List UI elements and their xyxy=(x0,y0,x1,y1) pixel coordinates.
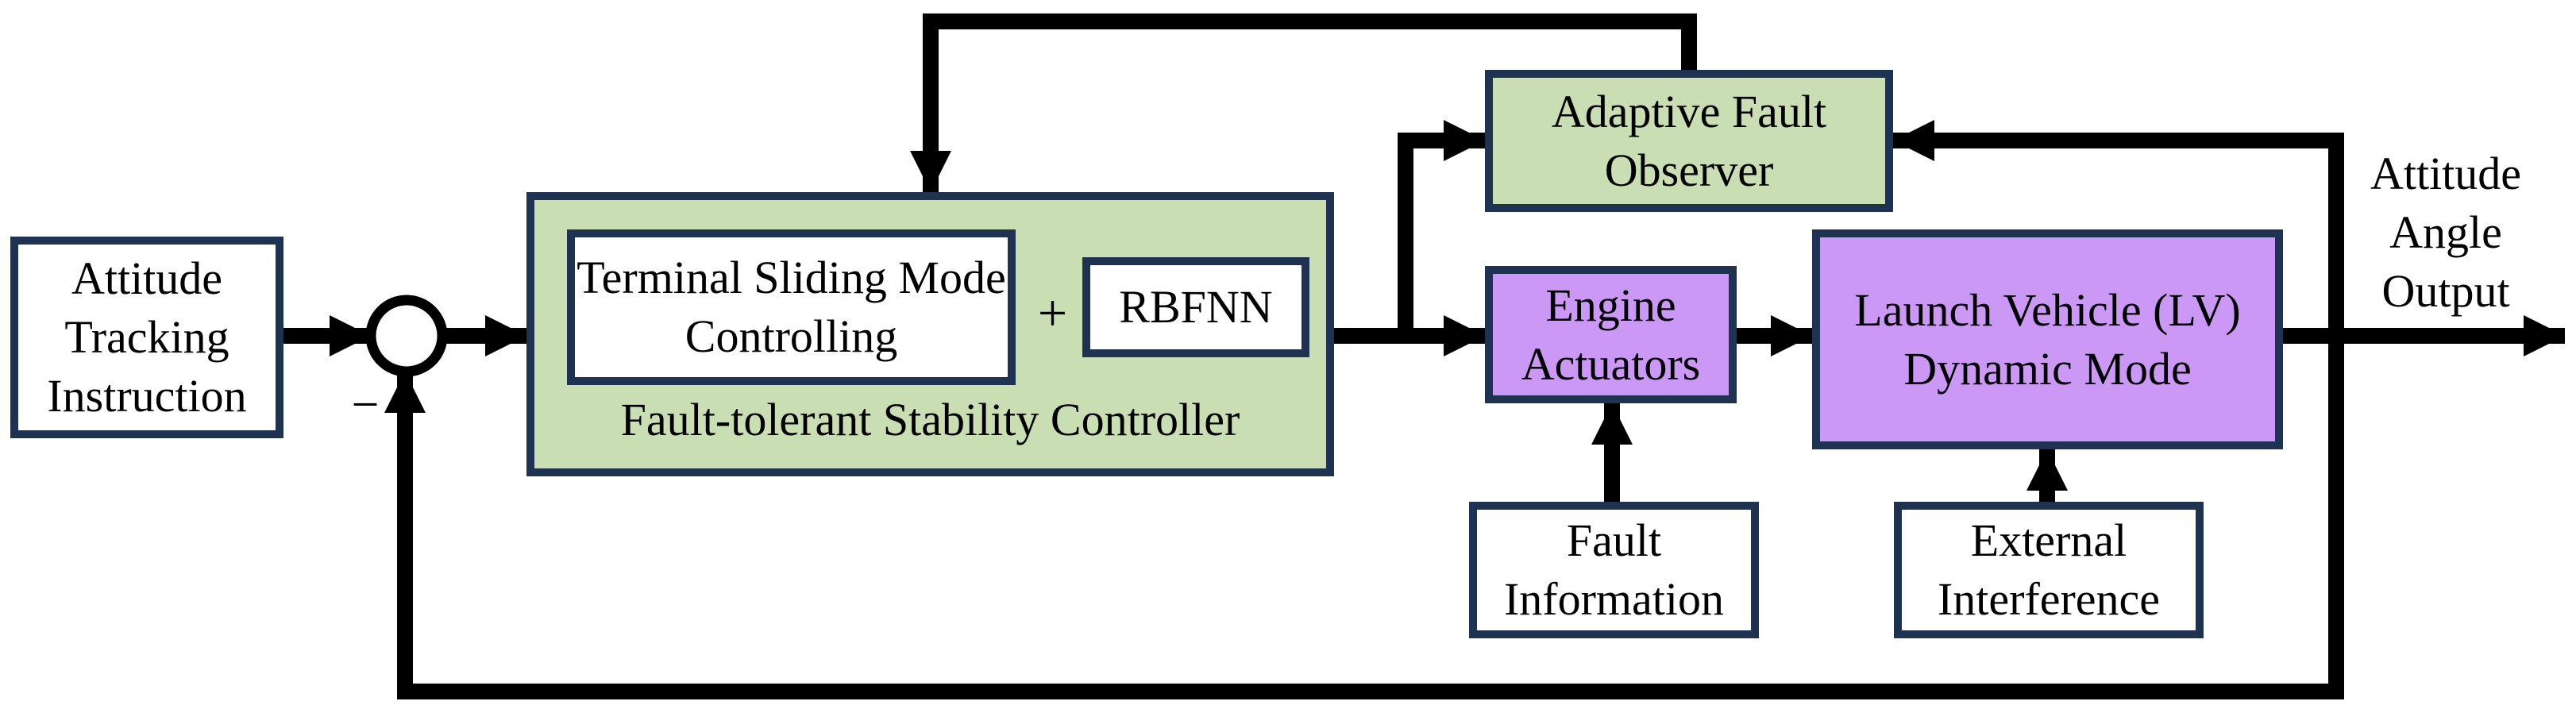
engine-actuators-box: Engine Actuators xyxy=(1485,266,1737,403)
external-interference-label: External Interference xyxy=(1937,514,2161,625)
terminal-sliding-box: Terminal Sliding Mode Controlling xyxy=(567,229,1016,385)
attitude-tracking-instruction-box: Attitude Tracking Instruction xyxy=(10,237,283,438)
launch-vehicle-label: Launch Vehicle (LV) Dynamic Mode xyxy=(1854,283,2241,395)
fault-information-label: Fault Information xyxy=(1503,514,1725,625)
attitude-angle-output-label: Attitude Angle Output xyxy=(2370,148,2522,317)
arrow-feedback-to-sum xyxy=(384,336,2344,699)
arrow-observer-to-controller xyxy=(910,13,1697,192)
engine-actuators-label: Engine Actuators xyxy=(1521,279,1701,390)
launch-vehicle-box: Launch Vehicle (LV) Dynamic Mode xyxy=(1812,229,2283,449)
rbfnn-box: RBFNN xyxy=(1082,257,1309,357)
arrow-output-branch-to-observer xyxy=(1893,120,2344,336)
external-interference-box: External Interference xyxy=(1894,502,2204,638)
controller-caption: Fault-tolerant Stability Controller xyxy=(620,394,1240,445)
adaptive-fault-observer-box: Adaptive Fault Observer xyxy=(1485,70,1893,212)
attitude-tracking-instruction-label: Attitude Tracking Instruction xyxy=(47,252,247,422)
plus-sign: + xyxy=(1037,283,1068,342)
fault-information-box: Fault Information xyxy=(1469,502,1759,638)
minus-sign: − xyxy=(351,378,380,432)
arrow-control-branch-to-observer xyxy=(1398,120,1485,336)
adaptive-fault-observer-label: Adaptive Fault Observer xyxy=(1551,85,1827,196)
sum-junction-circle xyxy=(365,295,448,377)
rbfnn-label: RBFNN xyxy=(1119,281,1273,333)
terminal-sliding-label: Terminal Sliding Mode Controlling xyxy=(577,252,1006,362)
fault-tolerant-controller-box: Terminal Sliding Mode Controlling + RBFN… xyxy=(526,192,1334,476)
